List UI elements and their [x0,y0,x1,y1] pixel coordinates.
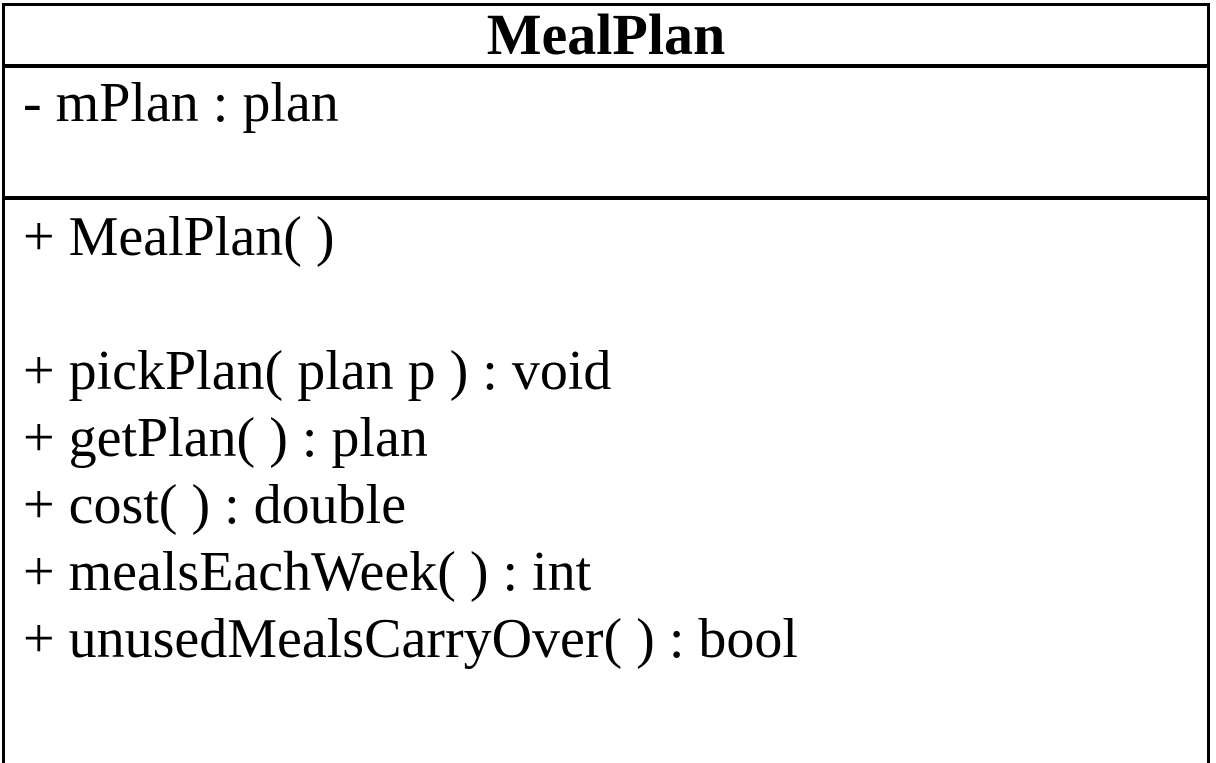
method-pickplan: + pickPlan( plan p ) : void [23,340,612,402]
methods-compartment: + MealPlan( ) + pickPlan( plan p ) : voi… [5,200,1207,673]
method-constructor: + MealPlan( ) [23,206,335,268]
method-getplan: + getPlan( ) : plan [23,407,428,469]
class-name: MealPlan [486,2,726,67]
method-unusedmealscarryover: + unusedMealsCarryOver( ) : bool [23,608,798,670]
attribute-mplan: - mPlan : plan [23,72,339,134]
uml-diagram-page: { "diagram": { "type": "uml-class-diagra… [2,3,1210,763]
attributes-compartment: - mPlan : plan [5,68,1207,200]
uml-class-box: MealPlan - mPlan : plan + MealPlan( ) + … [2,3,1210,763]
methods-blank-line [23,271,1207,338]
method-mealseachweek: + mealsEachWeek( ) : int [23,541,592,603]
method-cost: + cost( ) : double [23,474,407,536]
class-name-compartment: MealPlan [5,2,1207,68]
